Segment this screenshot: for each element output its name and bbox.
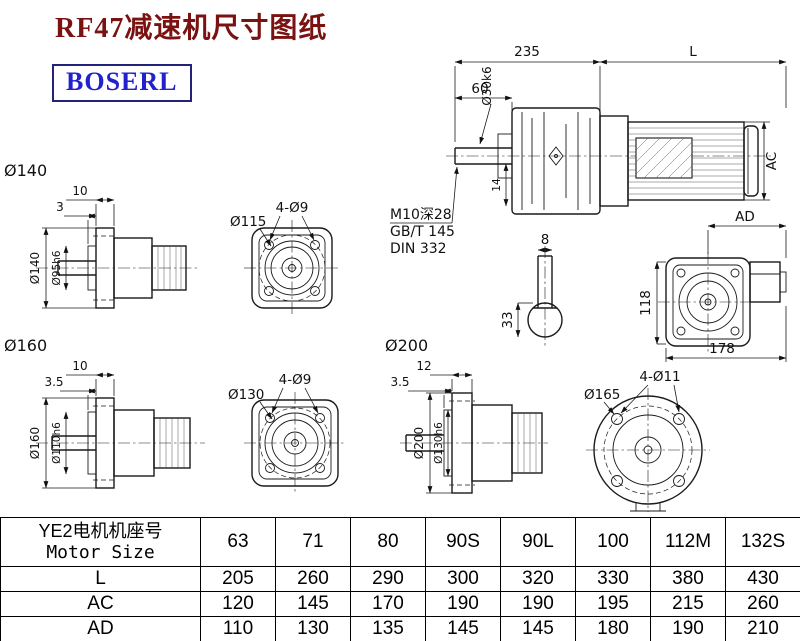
dim-60: 60: [471, 81, 488, 97]
dim-200-bolt-circle: Ø165: [584, 387, 620, 403]
table-header-cell: 132S: [725, 517, 800, 567]
dim-200-step: 3.5: [390, 375, 409, 389]
table-cell: 120: [200, 591, 276, 617]
table-cell: 320: [500, 566, 576, 592]
table-cell: 205: [200, 566, 276, 592]
dim-160-thickness: 10: [72, 359, 87, 373]
dim-14: 14: [491, 178, 503, 192]
table-header-cell: 63: [200, 517, 276, 567]
dim-178: 178: [709, 341, 735, 357]
table-header-motor-size: YE2电机机座号 Motor Size: [0, 517, 201, 567]
table-row: AC 120 145 170 190 190 195 215 260: [0, 591, 800, 617]
table-cell: 190: [650, 616, 726, 641]
brand-logo-text: BOSERL: [66, 67, 178, 96]
table-row: AD 110 130 135 145 145 180 190 210: [0, 616, 800, 641]
note-din-standard: DIN 332: [390, 241, 447, 257]
table-cell: 260: [725, 591, 800, 617]
dim-140-bolt-circle: Ø115: [230, 214, 266, 230]
table-cell: 190: [500, 591, 576, 617]
table-cell: 260: [275, 566, 351, 592]
table-cell: 380: [650, 566, 726, 592]
dim-140-holes: 4-Ø9: [276, 200, 309, 216]
table-header-cell: 112M: [650, 517, 726, 567]
motor-size-table: YE2电机机座号 Motor Size 63 71 80 90S 90L 100…: [0, 517, 800, 641]
flange-160-side-view: Ø160 10 3.5: [4, 336, 205, 489]
table-header-cell: 100: [575, 517, 651, 567]
dim-140-thickness: 10: [72, 184, 87, 198]
table-cell: 290: [350, 566, 426, 592]
dim-200-od: Ø200: [412, 427, 426, 459]
technical-drawing: 235 L 60 Ø30k6: [4, 44, 787, 512]
table-cell: 210: [725, 616, 800, 641]
flange-140-side-view: Ø140 10 3: [4, 161, 200, 309]
brand-logo: BOSERL: [52, 64, 192, 102]
table-cell: 145: [500, 616, 576, 641]
dim-200-thickness: 12: [416, 359, 431, 373]
table-cell: 180: [575, 616, 651, 641]
table-cell: 170: [350, 591, 426, 617]
dim-235: 235: [514, 44, 540, 60]
dim-160-spigot: Ø110h6: [51, 422, 63, 464]
table-row: L 205 260 290 300 320 330 380 430: [0, 566, 800, 592]
table-cell: 430: [725, 566, 800, 592]
dim-shaft-diameter: Ø30k6: [480, 66, 494, 105]
motor-size-label-en: Motor Size: [46, 542, 155, 563]
table-cell: 130: [275, 616, 351, 641]
dim-200-spigot: Ø130h6: [433, 422, 445, 464]
dim-160-holes: 4-Ø9: [279, 372, 312, 388]
dim-L: L: [689, 44, 697, 60]
page-title: RF47减速机尺寸图纸: [55, 13, 328, 44]
main-assembly-view: 235 L 60 Ø30k6: [390, 44, 787, 257]
flange-200-label: Ø200: [385, 336, 428, 355]
table-header-cell: 90L: [500, 517, 576, 567]
dim-AD: AD: [735, 209, 755, 225]
table-cell: 215: [650, 591, 726, 617]
flange-200-side-view: Ø200 12 3.5 Ø2: [385, 336, 548, 494]
table-header-cell: 90S: [425, 517, 501, 567]
flange-140-face-view: 4-Ø9 Ø115: [230, 200, 340, 316]
dim-160-step: 3.5: [44, 375, 63, 389]
table-cell: 195: [575, 591, 651, 617]
dim-key-depth: 33: [500, 311, 516, 328]
table-cell: 330: [575, 566, 651, 592]
dim-160-od: Ø160: [28, 427, 42, 459]
row-label-L: L: [0, 566, 201, 592]
motor-end-view: AD 118 178: [638, 209, 787, 362]
dim-160-bolt-circle: Ø130: [228, 387, 264, 403]
table-cell: 145: [275, 591, 351, 617]
table-header-cell: 71: [275, 517, 351, 567]
shaft-key-detail: 8 33: [500, 232, 563, 348]
motor-size-label-cn: YE2电机机座号: [38, 521, 163, 541]
row-label-AC: AC: [0, 591, 201, 617]
note-thread: M10深28: [390, 207, 452, 223]
flange-160-label: Ø160: [4, 336, 47, 355]
flange-200-face-view: 4-Ø11 Ø165: [584, 369, 710, 512]
dim-AC: AC: [764, 152, 780, 170]
dim-200-holes: 4-Ø11: [639, 369, 680, 385]
row-label-AD: AD: [0, 616, 201, 641]
dim-140-spigot: Ø95h6: [51, 250, 63, 285]
flange-140-label: Ø140: [4, 161, 47, 180]
table-cell: 145: [425, 616, 501, 641]
table-cell: 190: [425, 591, 501, 617]
table-cell: 110: [200, 616, 276, 641]
table-cell: 300: [425, 566, 501, 592]
dim-118: 118: [638, 290, 654, 316]
dim-key-width: 8: [541, 232, 550, 248]
dim-140-step: 3: [56, 200, 64, 214]
table-cell: 135: [350, 616, 426, 641]
flange-160-face-view: 4-Ø9 Ø130: [228, 372, 346, 494]
dim-140-od: Ø140: [28, 252, 42, 284]
table-header-cell: 80: [350, 517, 426, 567]
note-gb-standard: GB/T 145: [390, 224, 455, 240]
